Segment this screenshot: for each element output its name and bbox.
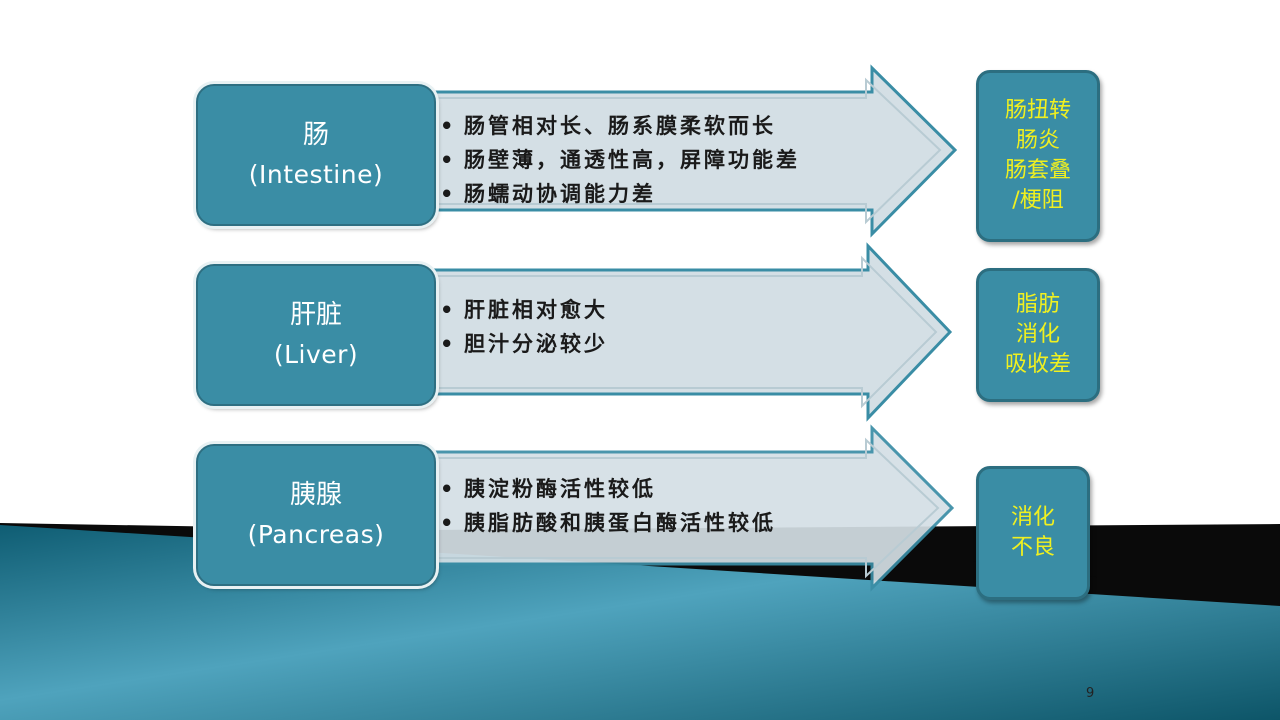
result-line: 肠扭转 bbox=[1004, 98, 1071, 123]
result-line: 不良 bbox=[1010, 535, 1055, 560]
intestine-points: •肠管相对长、肠系膜柔软而长 •肠壁薄，通透性高，屏障功能差 •肠蠕动协调能力差 bbox=[438, 109, 800, 211]
list-item: •肝脏相对愈大 bbox=[440, 297, 608, 322]
organ-name: 肠 bbox=[302, 120, 329, 150]
list-item: •肠蠕动协调能力差 bbox=[440, 181, 656, 206]
page-number: 9 bbox=[1086, 686, 1095, 701]
organ-box-liver: 肝脏 (Liver) bbox=[196, 264, 436, 406]
organ-box-pancreas: 胰腺 (Pancreas) bbox=[196, 444, 436, 586]
result-line: 肠套叠 bbox=[1004, 158, 1071, 183]
organ-name: 肝脏 bbox=[289, 300, 342, 330]
result-line: 消化 bbox=[1015, 322, 1060, 347]
list-item: •肠壁薄，通透性高，屏障功能差 bbox=[440, 147, 800, 172]
organ-name: 胰腺 bbox=[289, 480, 342, 510]
organ-name-en: (Pancreas) bbox=[247, 520, 385, 549]
liver-points: •肝脏相对愈大 •胆汁分泌较少 bbox=[438, 293, 608, 361]
result-line: 吸收差 bbox=[1004, 352, 1071, 377]
organ-name-en: (Intestine) bbox=[248, 160, 384, 189]
organ-box-intestine: 肠 (Intestine) bbox=[196, 84, 436, 226]
result-line: 脂肪 bbox=[1015, 292, 1060, 317]
result-line: 肠炎 bbox=[1015, 128, 1060, 153]
list-item: •胆汁分泌较少 bbox=[440, 331, 608, 356]
pancreas-points: •胰淀粉酶活性较低 •胰脂肪酸和胰蛋白酶活性较低 bbox=[438, 472, 776, 540]
organ-name-en: (Liver) bbox=[273, 340, 359, 369]
result-box-liver: 脂肪 消化 吸收差 bbox=[976, 268, 1100, 402]
list-item: •胰淀粉酶活性较低 bbox=[440, 476, 656, 501]
result-line: 消化 bbox=[1010, 505, 1055, 530]
result-line: /梗阻 bbox=[1012, 188, 1064, 213]
result-box-intestine: 肠扭转 肠炎 肠套叠 /梗阻 bbox=[976, 70, 1100, 242]
list-item: •肠管相对长、肠系膜柔软而长 bbox=[440, 113, 776, 138]
list-item: •胰脂肪酸和胰蛋白酶活性较低 bbox=[440, 510, 776, 535]
result-box-pancreas: 消化 不良 bbox=[976, 466, 1090, 600]
